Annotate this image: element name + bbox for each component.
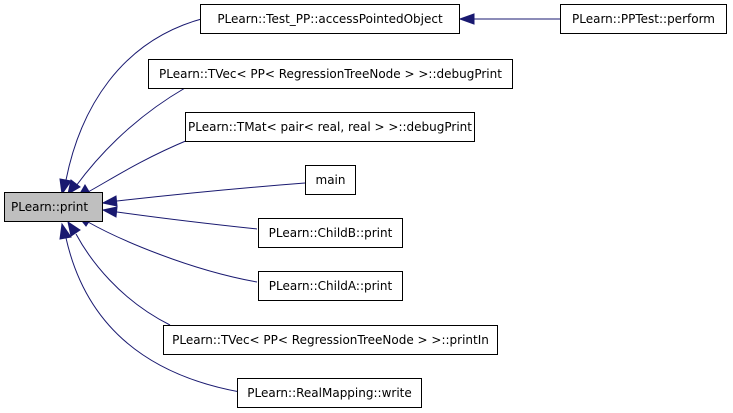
arrowhead-access (59, 178, 72, 196)
edge-tvecprintln-to-print (75, 233, 171, 326)
arrowhead-tvecprintln (67, 220, 81, 237)
node-childa-print[interactable]: PLearn::ChildA::print (258, 271, 403, 301)
arrowhead-childb (101, 206, 118, 218)
node-pptest-perform[interactable]: PLearn::PPTest::perform (560, 4, 727, 34)
edge-childa-to-print (87, 221, 258, 283)
node-tmat-debug-print[interactable]: PLearn::TMat< pair< real, real > >::debu… (185, 112, 475, 142)
node-tvec-println[interactable]: PLearn::TVec< PP< RegressionTreeNode > >… (163, 325, 498, 355)
edge-main-to-print (116, 182, 306, 202)
edge-childb-to-print (116, 211, 258, 230)
arrowhead-perform (458, 13, 475, 25)
arrowhead-tvecdebug (67, 179, 81, 196)
edge-access-to-print (65, 17, 206, 181)
node-main[interactable]: main (305, 165, 356, 195)
edge-realmapping-to-print (65, 237, 241, 393)
node-realmapping-write[interactable]: PLearn::RealMapping::write (237, 378, 422, 408)
edge-tvecdebug-to-print (75, 87, 186, 187)
node-root-print[interactable]: PLearn::print (4, 192, 103, 222)
node-childb-print[interactable]: PLearn::ChildB::print (258, 218, 403, 248)
arrowhead-realmapping (59, 222, 72, 240)
node-access-pointed-object[interactable]: PLearn::Test_PP::accessPointedObject (200, 4, 460, 34)
node-tvec-debug-print[interactable]: PLearn::TVec< PP< RegressionTreeNode > >… (148, 59, 513, 89)
arrowhead-main (101, 195, 118, 207)
edge-tmatdebug-to-print (87, 139, 189, 193)
